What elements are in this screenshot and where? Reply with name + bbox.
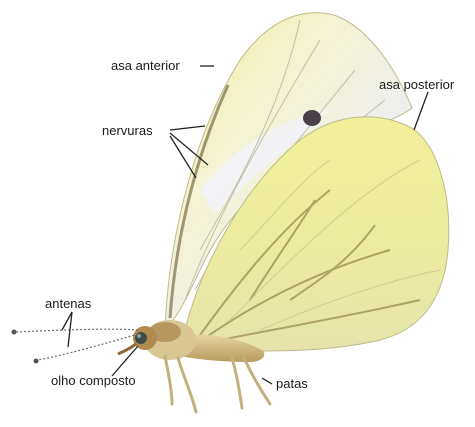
legs (165, 356, 270, 412)
label-olho-composto: olho composto (51, 374, 136, 387)
label-nervuras: nervuras (102, 124, 153, 137)
antennae (16, 329, 138, 360)
antenna-club (12, 330, 17, 335)
label-asa-anterior: asa anterior (111, 59, 180, 72)
label-patas: patas (276, 377, 308, 390)
label-antenas: antenas (45, 297, 91, 310)
antenna-club (34, 359, 39, 364)
label-asa-posterior: asa posterior (379, 78, 454, 91)
